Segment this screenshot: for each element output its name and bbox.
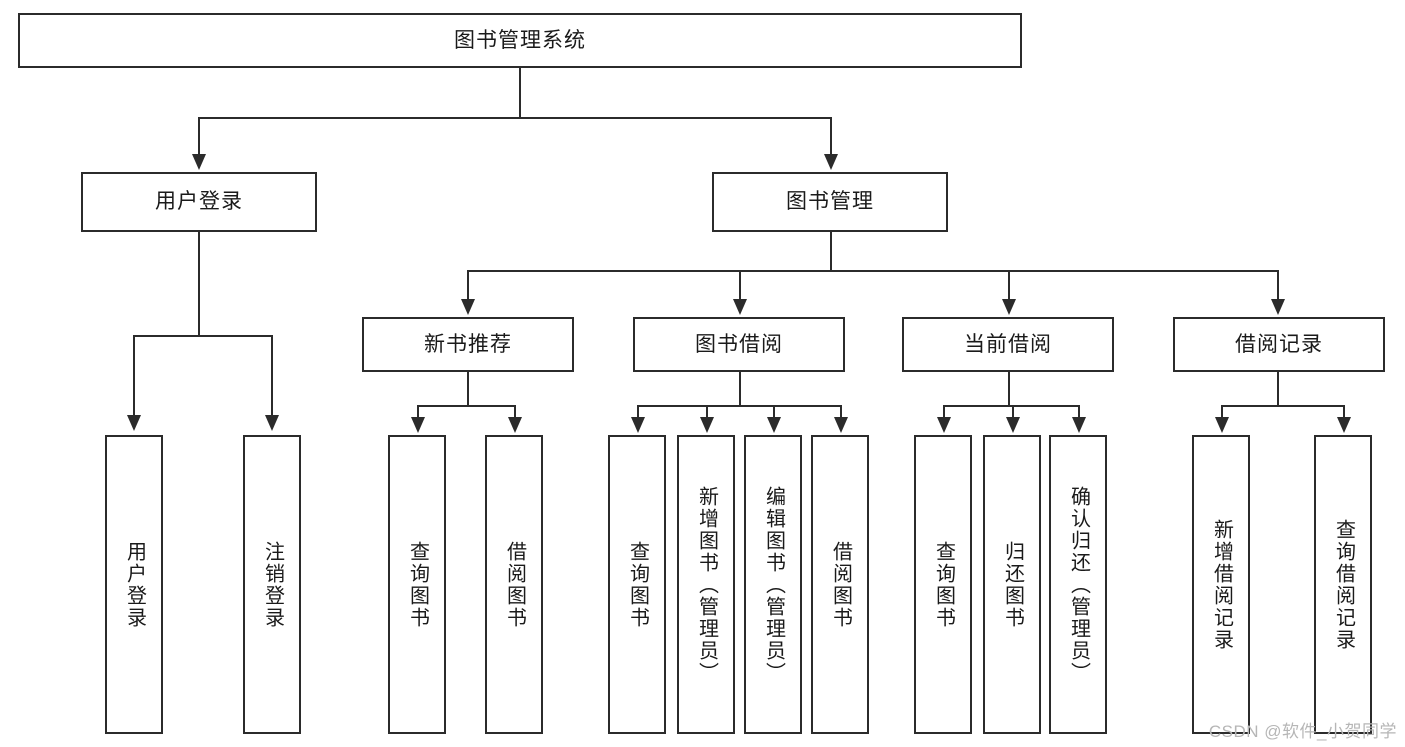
arrow-bm-to-book-borrow bbox=[733, 299, 747, 315]
node-leaf-edit-book[interactable]: 编辑图书（管理员） bbox=[744, 435, 802, 734]
connector-user-login-stem bbox=[198, 232, 200, 335]
node-label: 查询图书 bbox=[406, 540, 429, 629]
node-label: 图书借阅 bbox=[695, 332, 783, 356]
arrow-bb-to-leaf-3 bbox=[767, 417, 781, 433]
connector-cb-to-leaf-3 bbox=[1078, 405, 1080, 419]
node-book-management[interactable]: 图书管理 bbox=[712, 172, 948, 232]
node-book-borrow[interactable]: 图书借阅 bbox=[633, 317, 845, 372]
connector-book-borrow-bar bbox=[637, 405, 842, 407]
node-label: 借阅记录 bbox=[1235, 332, 1323, 356]
node-leaf-borrow-book-1[interactable]: 借阅图书 bbox=[485, 435, 543, 734]
connector-book-management-stem bbox=[830, 232, 832, 270]
node-label: 确认归还（管理员） bbox=[1067, 485, 1090, 684]
node-leaf-user-login[interactable]: 用户登录 bbox=[105, 435, 163, 734]
arrow-bb-to-leaf-1 bbox=[631, 417, 645, 433]
connector-current-borrow-stem bbox=[1008, 372, 1010, 405]
connector-current-borrow-bar bbox=[943, 405, 1080, 407]
connector-cb-to-leaf-2 bbox=[1012, 405, 1014, 419]
node-leaf-query-book-1[interactable]: 查询图书 bbox=[388, 435, 446, 734]
node-user-login[interactable]: 用户登录 bbox=[81, 172, 317, 232]
node-label: 当前借阅 bbox=[964, 332, 1052, 356]
arrow-new-book-to-leaf-1 bbox=[411, 417, 425, 433]
node-label: 新增图书（管理员） bbox=[695, 485, 718, 684]
connector-root-stem bbox=[519, 68, 521, 117]
connector-book-management-bar bbox=[467, 270, 1278, 272]
arrow-bm-to-new-book bbox=[461, 299, 475, 315]
arrow-br-to-leaf-2 bbox=[1337, 417, 1351, 433]
node-label: 借阅图书 bbox=[829, 540, 852, 629]
arrow-root-to-user-login bbox=[192, 154, 206, 170]
connector-new-book-bar bbox=[417, 405, 516, 407]
connector-bm-to-borrow-record bbox=[1277, 270, 1279, 301]
node-current-borrow[interactable]: 当前借阅 bbox=[902, 317, 1114, 372]
arrow-new-book-to-leaf-2 bbox=[508, 417, 522, 433]
connector-root-to-user-login bbox=[198, 117, 200, 156]
connector-cb-to-leaf-1 bbox=[943, 405, 945, 419]
node-label: 借阅图书 bbox=[503, 540, 526, 629]
arrow-cb-to-leaf-1 bbox=[937, 417, 951, 433]
arrow-bm-to-borrow-record bbox=[1271, 299, 1285, 315]
node-label: 用户登录 bbox=[123, 540, 146, 629]
arrow-bb-to-leaf-4 bbox=[834, 417, 848, 433]
connector-new-book-to-leaf-2 bbox=[514, 405, 516, 419]
node-leaf-query-book-3[interactable]: 查询图书 bbox=[914, 435, 972, 734]
connector-new-book-to-leaf-1 bbox=[417, 405, 419, 419]
connector-bb-to-leaf-2 bbox=[706, 405, 708, 419]
connector-bb-to-leaf-3 bbox=[773, 405, 775, 419]
node-label: 查询图书 bbox=[626, 540, 649, 629]
node-label: 图书管理系统 bbox=[454, 28, 586, 52]
connector-user-login-to-leaf-1 bbox=[133, 335, 135, 417]
connector-bm-to-book-borrow bbox=[739, 270, 741, 301]
arrow-user-login-to-leaf-1 bbox=[127, 415, 141, 431]
connector-br-to-leaf-1 bbox=[1221, 405, 1223, 419]
csdn-watermark: CSDN @软件_小贺同学 bbox=[1208, 722, 1397, 741]
connector-bm-to-new-book bbox=[467, 270, 469, 301]
node-label: 编辑图书（管理员） bbox=[762, 485, 785, 684]
connector-bb-to-leaf-4 bbox=[840, 405, 842, 419]
connector-new-book-stem bbox=[467, 372, 469, 405]
connector-book-borrow-stem bbox=[739, 372, 741, 405]
node-leaf-return-book[interactable]: 归还图书 bbox=[983, 435, 1041, 734]
connector-br-to-leaf-2 bbox=[1343, 405, 1345, 419]
connector-borrow-record-bar bbox=[1221, 405, 1345, 407]
arrow-user-login-to-leaf-2 bbox=[265, 415, 279, 431]
node-label: 注销登录 bbox=[261, 540, 284, 629]
node-leaf-borrow-book-2[interactable]: 借阅图书 bbox=[811, 435, 869, 734]
connector-bm-to-current-borrow bbox=[1008, 270, 1010, 301]
node-label: 归还图书 bbox=[1001, 540, 1024, 629]
node-label: 新增借阅记录 bbox=[1210, 518, 1233, 651]
node-label: 查询图书 bbox=[932, 540, 955, 629]
node-new-book-recommend[interactable]: 新书推荐 bbox=[362, 317, 574, 372]
node-leaf-logout-login[interactable]: 注销登录 bbox=[243, 435, 301, 734]
node-leaf-add-book[interactable]: 新增图书（管理员） bbox=[677, 435, 735, 734]
arrow-cb-to-leaf-2 bbox=[1006, 417, 1020, 433]
connector-root-bar bbox=[198, 117, 831, 119]
node-root-system[interactable]: 图书管理系统 bbox=[18, 13, 1022, 68]
node-label: 查询借阅记录 bbox=[1332, 518, 1355, 651]
connector-root-to-book-management bbox=[830, 117, 832, 156]
node-borrow-record[interactable]: 借阅记录 bbox=[1173, 317, 1385, 372]
arrow-root-to-book-management bbox=[824, 154, 838, 170]
node-label: 用户登录 bbox=[155, 190, 243, 214]
arrow-br-to-leaf-1 bbox=[1215, 417, 1229, 433]
node-leaf-confirm-return[interactable]: 确认归还（管理员） bbox=[1049, 435, 1107, 734]
arrow-bm-to-current-borrow bbox=[1002, 299, 1016, 315]
node-leaf-query-record[interactable]: 查询借阅记录 bbox=[1314, 435, 1372, 734]
node-leaf-query-book-2[interactable]: 查询图书 bbox=[608, 435, 666, 734]
node-label: 新书推荐 bbox=[424, 332, 512, 356]
connector-user-login-bar bbox=[133, 335, 272, 337]
connector-bb-to-leaf-1 bbox=[637, 405, 639, 419]
connector-borrow-record-stem bbox=[1277, 372, 1279, 405]
node-leaf-add-record[interactable]: 新增借阅记录 bbox=[1192, 435, 1250, 734]
arrow-cb-to-leaf-3 bbox=[1072, 417, 1086, 433]
arrow-bb-to-leaf-2 bbox=[700, 417, 714, 433]
connector-user-login-to-leaf-2 bbox=[271, 335, 273, 417]
node-label: 图书管理 bbox=[786, 190, 874, 214]
